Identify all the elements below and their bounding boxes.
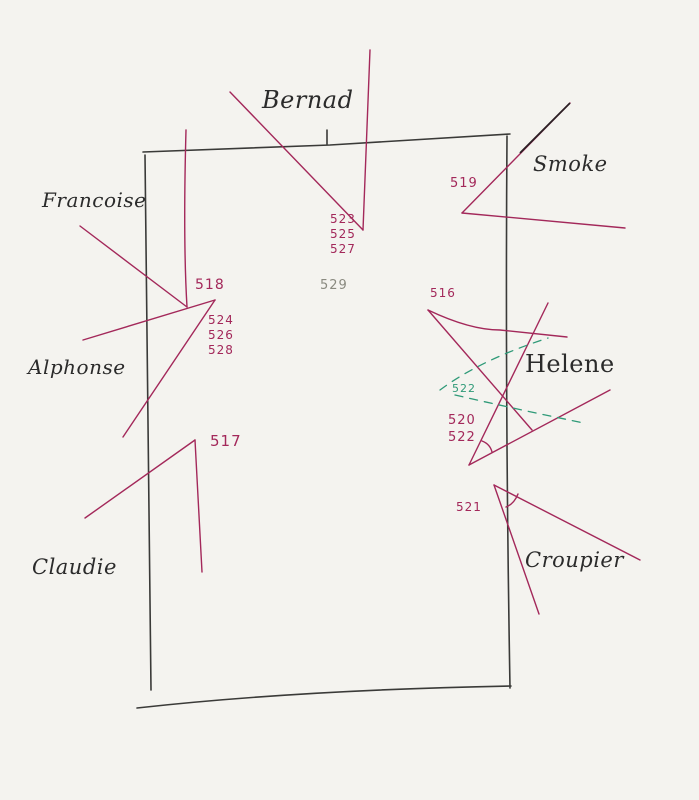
shot-number: 525: [330, 227, 356, 241]
label-francoise: Francoise: [42, 188, 147, 212]
camera-lines: [79, 49, 641, 615]
shot-number-521: 521: [456, 500, 482, 514]
dashed-lines: [439, 337, 585, 424]
label-bernard: Bernad: [262, 86, 354, 114]
shot-number-517: 517: [210, 432, 242, 450]
shot-number: 528: [208, 343, 234, 357]
shot-numbers-right: 520 522: [448, 412, 476, 446]
shot-number-gray: 529: [320, 278, 348, 293]
label-claudie: Claudie: [32, 555, 117, 579]
shot-number: 527: [330, 242, 356, 256]
shot-number: 520: [448, 413, 476, 428]
label-helene: Helene: [525, 350, 615, 378]
shot-number: 526: [208, 328, 234, 342]
shot-number: 524: [208, 313, 234, 327]
label-smoke: Smoke: [533, 152, 608, 176]
shot-numbers-top: 523 525 527: [330, 212, 356, 257]
shot-number-518: 518: [195, 277, 225, 293]
shot-number: 522: [448, 430, 476, 445]
shot-number: 523: [330, 212, 356, 226]
shot-number-516: 516: [430, 286, 456, 300]
overstroke-line: [519, 102, 571, 154]
shot-number-dashed: 522: [452, 382, 476, 395]
label-alphonse: Alphonse: [28, 355, 126, 379]
shot-numbers-left: 524 526 528: [208, 313, 234, 358]
shot-number-519: 519: [450, 176, 478, 191]
label-croupier: Croupier: [525, 548, 624, 572]
